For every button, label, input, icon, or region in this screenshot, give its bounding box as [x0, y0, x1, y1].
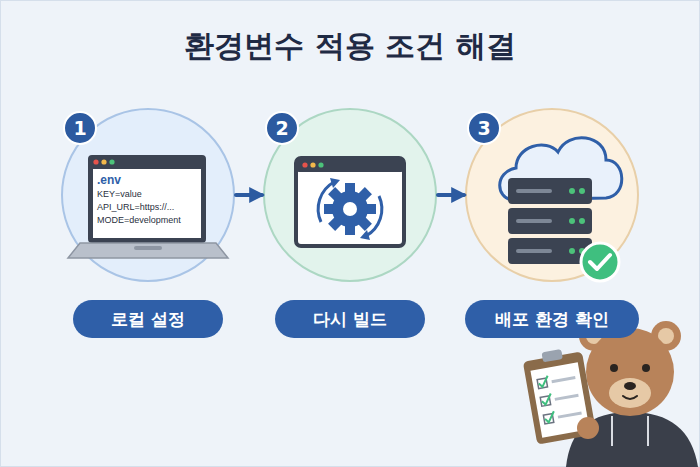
server-cloud-illustration [516, 219, 552, 223]
server-cloud-illustration [508, 178, 592, 204]
step-label: 다시 빌드 [313, 308, 387, 331]
bear-mascot [612, 416, 648, 446]
build-window-illustration [310, 162, 315, 167]
bear-mascot [551, 376, 575, 383]
step-number: 1 [63, 111, 97, 145]
server-cloud-illustration [569, 218, 575, 224]
bear-mascot [541, 349, 562, 362]
env-line: MODE=development [97, 214, 197, 227]
server-cloud-illustration [516, 189, 552, 193]
build-window-illustration [330, 178, 340, 188]
bear-mascot [642, 364, 650, 372]
step-label: 배포 환경 확인 [495, 308, 609, 331]
flow-arrow [236, 193, 262, 197]
laptop-illustration [68, 159, 228, 258]
step-label-pill: 다시 빌드 [275, 300, 425, 338]
bear-mascot [555, 394, 579, 401]
server-cloud-illustration [581, 243, 619, 281]
diagram-title: 환경변수 적용 조건 해결 [0, 26, 700, 67]
step-label: 로컬 설정 [111, 308, 185, 331]
bear-mascot [609, 378, 651, 408]
step-number: 2 [265, 111, 299, 145]
step-circle-fill [264, 109, 436, 281]
bear-mascot [522, 321, 698, 467]
build-window-illustration [324, 183, 376, 235]
env-file-screen: .envKEY=valueAPI_URL=https://...MODE=dev… [88, 155, 206, 243]
build-window-illustration [296, 158, 404, 246]
server-cloud-illustration [508, 238, 592, 264]
laptop-illustration [109, 159, 114, 164]
bear-mascot [544, 411, 556, 423]
env-line: API_URL=https://... [97, 201, 197, 214]
build-window-illustration [332, 191, 368, 227]
build-window-illustration [366, 196, 382, 236]
bear-mascot [623, 396, 637, 399]
bear-mascot [541, 394, 553, 406]
server-cloud-illustration [579, 218, 585, 224]
env-line: KEY=value [97, 188, 197, 201]
laptop-illustration [101, 159, 106, 164]
bear-mascot [610, 364, 618, 372]
build-window-illustration [296, 158, 404, 246]
build-window-illustration [296, 158, 404, 172]
bear-mascot [586, 328, 674, 416]
server-cloud-illustration [569, 248, 575, 254]
laptop-illustration [68, 243, 228, 258]
bear-mascot [538, 376, 550, 388]
build-window-illustration [318, 162, 323, 167]
laptop-illustration [134, 246, 162, 250]
server-cloud-illustration [569, 188, 575, 194]
bear-mascot [558, 411, 582, 418]
build-window-illustration [343, 202, 357, 216]
bear-mascot [566, 412, 698, 467]
server-cloud-illustration [579, 188, 585, 194]
step-number: 3 [467, 111, 501, 145]
server-cloud-illustration [500, 138, 622, 281]
build-window-illustration [302, 162, 307, 167]
file-name: .env [97, 172, 197, 188]
build-window-illustration [318, 182, 334, 222]
bear-mascot [624, 382, 636, 390]
bear-mascot [577, 417, 599, 439]
build-window-illustration [360, 230, 370, 240]
laptop-illustration [93, 159, 98, 164]
server-cloud-illustration [508, 208, 592, 234]
step-label-pill: 배포 환경 확인 [465, 300, 639, 338]
server-cloud-illustration [590, 255, 610, 269]
server-cloud-illustration [516, 249, 552, 253]
flow-arrow [438, 193, 464, 197]
step-circle-fill [62, 109, 234, 281]
step-circle-fill [466, 109, 638, 281]
step-label-pill: 로컬 설정 [73, 300, 223, 338]
